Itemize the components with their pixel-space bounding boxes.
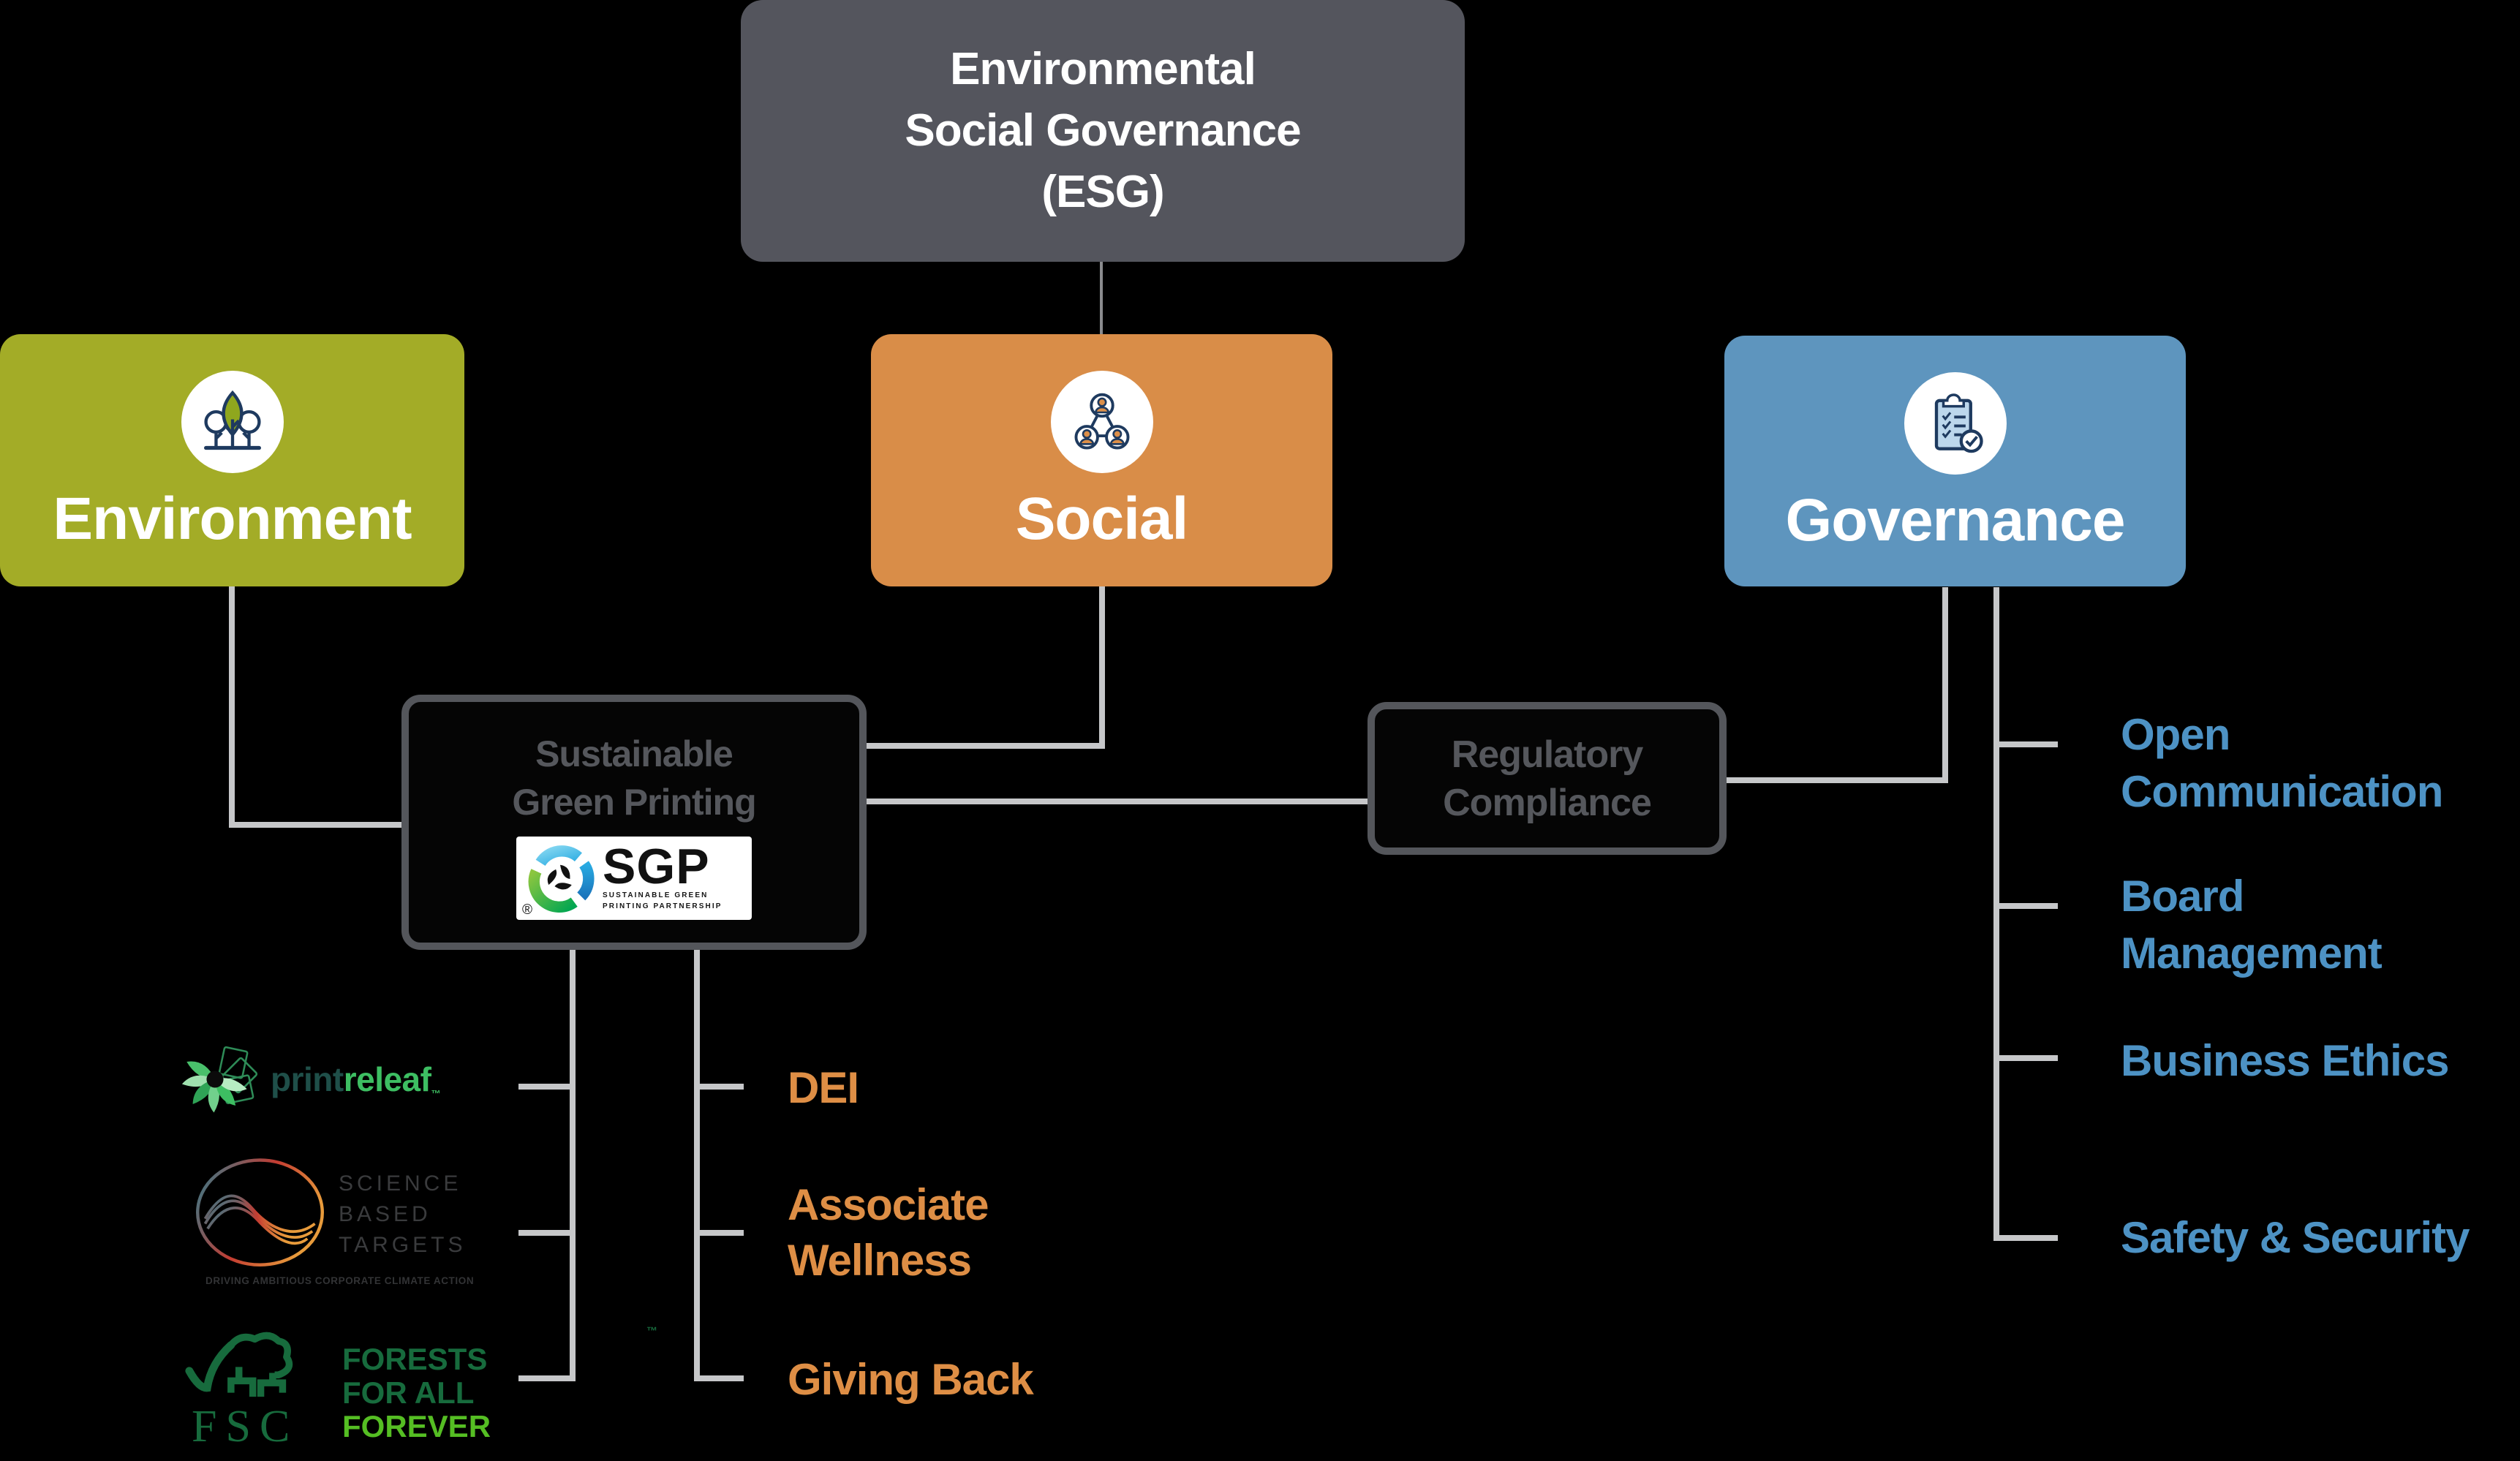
clipboard-check-icon [1934, 393, 1983, 453]
esg-root-box: Environmental Social Governance (ESG) [741, 0, 1465, 262]
connector-tick-safety-security [1999, 1235, 2058, 1241]
governance-item-open-communication: Open Communication [2121, 706, 2443, 820]
regulatory-title-line1: Regulatory [1451, 733, 1644, 776]
social-item-giving-back: Giving Back [788, 1352, 1034, 1408]
printreleaf-logo: printreleaf™ [168, 1032, 440, 1126]
sgp-swirl-icon [528, 845, 595, 913]
printreleaf-pinwheel-icon [181, 1046, 258, 1113]
sbt-line2: BASED [339, 1202, 431, 1226]
social-box: Social [871, 334, 1332, 586]
connector-environment-partners-spine [570, 950, 576, 1381]
social-item-dei-label: DEI [788, 1063, 859, 1112]
sustainable-green-printing-box: Sustainable Green Printing [401, 695, 867, 950]
science-based-targets-logo: SCIENCE BASED TARGETS DRIVING AMBITIOUS … [185, 1154, 485, 1289]
governance-item-business-ethics-label: Business Ethics [2121, 1036, 2450, 1085]
sgp-tagline-line1: SUSTAINABLE GREEN [603, 891, 709, 899]
sgp-acronym: SGP [603, 838, 710, 894]
fsc-acronym: FSC [192, 1402, 299, 1451]
fsc-line3: FOREVER [342, 1409, 491, 1443]
sgp-partnership-logo: SGP SUSTAINABLE GREEN PRINTING PARTNERSH… [516, 837, 752, 920]
governance-item-board-management: Board Management [2121, 868, 2383, 982]
fsc-line1: FORESTS [342, 1342, 488, 1376]
governance-item-safety-security-label: Safety & Security [2121, 1213, 2470, 1262]
fsc-logo: FSC FORESTS FOR ALL FOREVER ™ [181, 1325, 657, 1461]
fsc-tree-check-icon [185, 1332, 293, 1397]
governance-item-board-management-line1: Board [2121, 872, 2244, 921]
governance-item-safety-security: Safety & Security [2121, 1209, 2470, 1266]
governance-label: Governance [1785, 487, 2126, 554]
connector-tick-dei [700, 1084, 744, 1090]
science-based-targets-icon [196, 1158, 324, 1266]
connector-tick-printreleaf [518, 1084, 570, 1090]
printreleaf-wordmark-print: print [271, 1060, 344, 1098]
sbt-line3: TARGETS [339, 1233, 467, 1257]
connector-tick-board-management [1999, 903, 2058, 909]
sgp-title-line2: Green Printing [512, 782, 756, 823]
printreleaf-wordmark-releaf: releaf [343, 1060, 431, 1098]
social-item-associate-wellness-line1: Associate [788, 1180, 989, 1229]
connector-social-to-sgp [865, 743, 1105, 749]
printreleaf-tm-mark: ™ [431, 1088, 440, 1099]
social-icon-circle [1050, 371, 1153, 473]
connector-tick-giving-back [700, 1375, 744, 1381]
sbt-tagline: DRIVING AMBITIOUS CORPORATE CLIMATE ACTI… [205, 1275, 475, 1286]
connector-governance-spine [1993, 587, 1999, 1241]
connector-sgp-to-regulatory [867, 799, 1369, 804]
connector-environment-down [229, 586, 235, 828]
regulatory-title-line2: Compliance [1443, 781, 1652, 824]
environment-icon-circle [181, 371, 284, 473]
governance-item-board-management-line2: Management [2121, 929, 2383, 978]
esg-title-line1: Environmental [950, 44, 1256, 94]
connector-social-down [1099, 586, 1105, 749]
social-label: Social [1015, 486, 1189, 552]
connector-tick-business-ethics [1999, 1055, 2058, 1061]
social-item-dei: DEI [788, 1060, 859, 1116]
sgp-tagline-line2: PRINTING PARTNERSHIP [603, 902, 723, 910]
regulatory-compliance-box: Regulatory Compliance [1367, 702, 1727, 855]
fsc-tm-mark: ™ [646, 1325, 657, 1337]
connector-tick-science-based-targets [518, 1230, 570, 1236]
social-item-associate-wellness: Associate Wellness [788, 1177, 989, 1288]
governance-item-open-communication-line2: Communication [2121, 767, 2443, 816]
social-item-giving-back-label: Giving Back [788, 1355, 1034, 1404]
governance-box: Governance [1724, 336, 2186, 586]
governance-icon-circle [1904, 372, 2007, 475]
connector-social-items-spine [694, 950, 700, 1381]
connector-regulatory-to-governance [1725, 777, 1948, 783]
connector-tick-fsc [518, 1375, 570, 1381]
sgp-registered-mark: ® [522, 902, 532, 918]
trees-icon [203, 390, 261, 450]
environment-box: Environment [0, 334, 464, 586]
sgp-title-line1: Sustainable [535, 733, 733, 774]
sbt-line1: SCIENCE [339, 1171, 462, 1196]
governance-item-open-communication-line1: Open [2121, 710, 2230, 759]
people-network-icon [1074, 393, 1129, 450]
esg-title-line3: (ESG) [1041, 167, 1164, 217]
esg-title-line2: Social Governance [905, 105, 1301, 156]
connector-esg-to-social [1100, 262, 1103, 335]
connector-environment-to-sgp [229, 822, 404, 828]
connector-tick-open-communication [1999, 741, 2058, 747]
connector-governance-down [1942, 587, 1948, 783]
governance-item-business-ethics: Business Ethics [2121, 1032, 2450, 1090]
connector-tick-associate-wellness [700, 1230, 744, 1236]
fsc-line2: FOR ALL [342, 1375, 475, 1410]
social-item-associate-wellness-line2: Wellness [788, 1236, 972, 1285]
environment-label: Environment [53, 486, 412, 552]
